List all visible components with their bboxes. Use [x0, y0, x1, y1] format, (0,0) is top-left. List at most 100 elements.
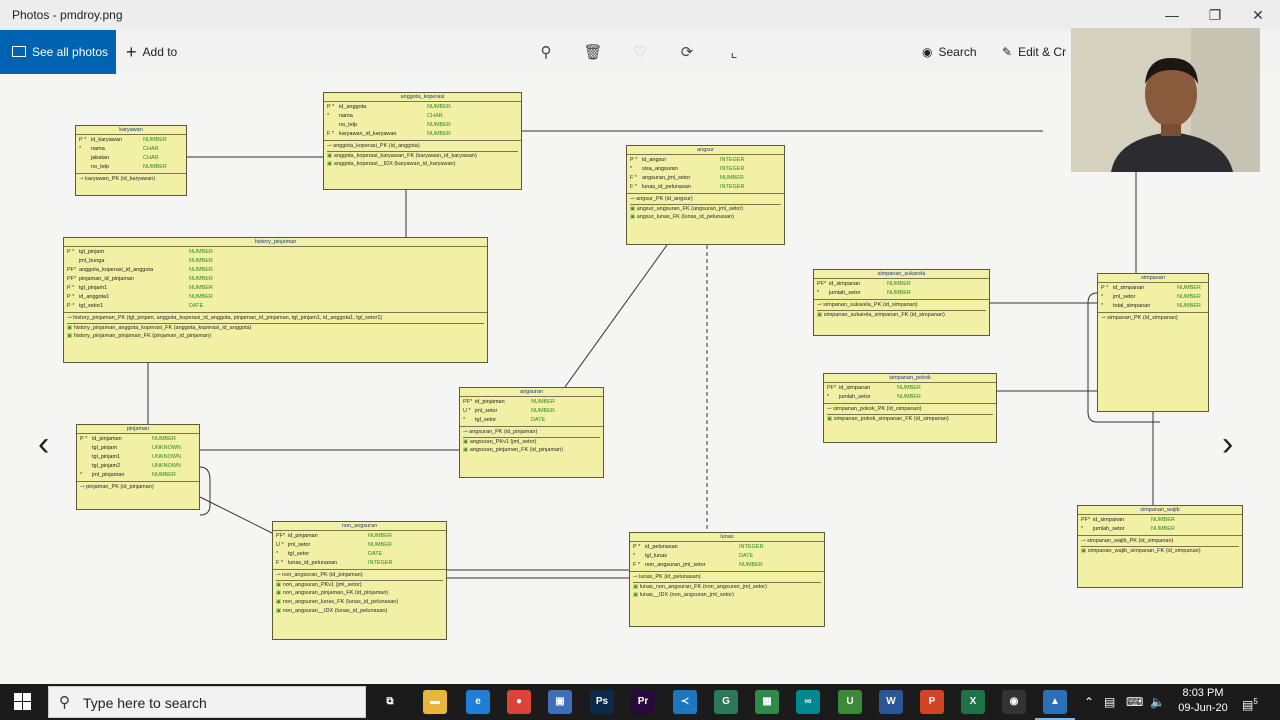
key-name: anggota_koperasi_PK (id_anggota)	[333, 143, 420, 149]
volume-button[interactable]: 🔈	[1150, 684, 1165, 720]
clock[interactable]: 8:03 PM 09-Jun-20	[1176, 686, 1230, 716]
see-all-photos-button[interactable]: See all photos	[0, 30, 116, 74]
taskbar-search-input[interactable]	[83, 693, 353, 713]
taskbar-app-premiere[interactable]: Pr	[631, 690, 655, 714]
close-icon: ✕	[1252, 7, 1264, 23]
notification-count: 5	[1253, 697, 1257, 706]
er-column: *tgl_setorDATE	[276, 550, 443, 559]
minimize-button[interactable]: —	[1150, 0, 1194, 30]
network-button[interactable]: ▤	[1104, 684, 1115, 720]
task-view-icon: ⧉	[386, 696, 393, 707]
er-column: *jml_pinjamanNUMBER	[80, 471, 196, 480]
column-key: *	[79, 145, 91, 154]
column-type: NUMBER	[189, 248, 213, 257]
previous-photo-button[interactable]: ‹	[38, 424, 58, 464]
er-column: *jumlah_setorNUMBER	[1081, 525, 1239, 534]
taskbar-app-chrome[interactable]: ●	[507, 690, 531, 714]
er-key: ▣ history_pinjaman_anggota_koperasi_FK (…	[67, 323, 484, 332]
add-to-button[interactable]: +Add to	[126, 30, 177, 74]
column-key: PF*	[276, 532, 288, 541]
heart-icon: ♡	[633, 44, 646, 61]
er-key: ⊸ karyawan_PK (id_karyawan)	[79, 175, 183, 184]
er-key: ⊸ angsuran_PK (id_pinjaman)	[463, 428, 600, 437]
title-bar: Photos - pmdroy.png — ❐ ✕	[0, 0, 1280, 30]
column-type: DATE	[531, 416, 545, 425]
column-type: NUMBER	[1177, 293, 1201, 302]
next-photo-button[interactable]: ›	[1222, 424, 1242, 464]
taskbar-search[interactable]: ⚲	[48, 686, 366, 718]
zoom-button[interactable]: ⚲	[535, 42, 557, 64]
er-key: ▣ angsur_lunas_FK (lunas_id_pelunasan)	[630, 213, 781, 222]
crop-icon: ⌞	[730, 44, 737, 61]
key-name: angsur_PK (id_angsur)	[636, 196, 693, 202]
er-table-lunas: lunasP *id_pelunasanINTEGER *tgl_lunasDA…	[629, 532, 825, 627]
crop-button[interactable]: ⌞	[723, 42, 745, 64]
column-name: anggota_koperasi_id_anggota	[79, 267, 153, 273]
column-name: tgl_lunas	[645, 553, 667, 559]
maximize-button[interactable]: ❐	[1193, 0, 1237, 30]
column-type: NUMBER	[427, 130, 451, 139]
delete-button[interactable]: 🗑	[582, 42, 604, 64]
er-column: PF*id_pinjamanNUMBER	[276, 532, 443, 541]
taskbar-app-vscode[interactable]: ≺	[673, 690, 697, 714]
taskbar-app-powerpoint[interactable]: P	[920, 690, 944, 714]
taskbar-app-gitkraken[interactable]: G	[714, 690, 738, 714]
column-key: *	[827, 393, 839, 402]
column-key: *	[276, 550, 288, 559]
taskbar-app-excel-alt[interactable]: ▦	[755, 690, 779, 714]
key-icon: ▣	[67, 333, 74, 339]
taskbar-app-photoshop[interactable]: Ps	[590, 690, 614, 714]
search-button[interactable]: ◉Search	[922, 30, 977, 74]
er-key: ▣ non_angsuran__IDX (lunas_id_pelunasan)	[276, 607, 443, 616]
column-name: tgl_pinjam1	[92, 454, 120, 460]
favorite-button[interactable]: ♡	[629, 42, 651, 64]
close-button[interactable]: ✕	[1236, 0, 1280, 30]
edit-create-button[interactable]: ✎Edit & Cr	[1002, 30, 1066, 74]
key-name: angsur_angsuran_FK (angsuran_jml_setor)	[637, 206, 743, 212]
taskbar-app-word[interactable]: W	[879, 690, 903, 714]
excel-alt-icon: ▦	[762, 696, 771, 707]
column-type: INTEGER	[720, 183, 744, 192]
column-name: id_simpanan	[1113, 285, 1144, 291]
er-key: ▣ simpanan_sukarela_simpanan_FK (id_simp…	[817, 310, 986, 319]
er-column: *tgl_setorDATE	[463, 416, 600, 425]
key-icon: ▣	[633, 592, 640, 598]
taskbar-app-virtualbox[interactable]: ▣	[548, 690, 572, 714]
key-name: history_pinjaman_PK (tgl_pinjam, anggota…	[73, 315, 382, 321]
er-column: P *tgl_pinjam1NUMBER	[67, 284, 484, 293]
column-key: P *	[67, 248, 79, 257]
taskbar-app-excel[interactable]: X	[961, 690, 985, 714]
column-name: sisa_angsuran	[642, 166, 678, 172]
er-table-title: simpanan_sukarela	[814, 270, 989, 279]
taskbar-app-photos[interactable]: ▲	[1043, 690, 1067, 714]
tray-overflow-button[interactable]: ⌃	[1084, 684, 1094, 720]
er-key: ⊸ simpanan_pokok_PK (id_simpanan)	[827, 405, 993, 414]
window-title: Photos - pmdroy.png	[12, 8, 123, 22]
column-name: tgl_pinjam2	[92, 463, 120, 469]
er-column: P *tgl_setor1DATE	[67, 302, 484, 311]
language-button[interactable]: ⌨	[1126, 684, 1143, 720]
speaker-icon: 🔈	[1150, 695, 1165, 709]
column-name: jumlah_setor	[829, 290, 861, 296]
taskbar-app-edge[interactable]: e	[466, 690, 490, 714]
er-table-title: angsur	[627, 146, 784, 155]
taskbar-app-task-view[interactable]: ⧉	[378, 690, 402, 714]
taskbar-app-file-explorer[interactable]: ▬	[423, 690, 447, 714]
rotate-button[interactable]: ⟳	[676, 42, 698, 64]
er-column: *tgl_lunasDATE	[633, 552, 821, 561]
taskbar-app-obs[interactable]: ◉	[1002, 690, 1026, 714]
key-icon: ▣	[67, 325, 74, 331]
key-name: simpanan_PK (id_simpanan)	[1107, 315, 1178, 321]
action-center-button[interactable]: ▤5	[1242, 684, 1258, 720]
column-type: NUMBER	[152, 471, 176, 480]
column-type: INTEGER	[720, 165, 744, 174]
taskbar-app-arduino[interactable]: ∞	[796, 690, 820, 714]
key-icon: ▣	[630, 206, 637, 212]
key-name: pinjaman_PK (id_pinjaman)	[86, 484, 154, 490]
column-name: id_angsur	[642, 157, 666, 163]
column-key: P *	[67, 302, 79, 311]
key-name: simpanan_wajib_PK (id_simpanan)	[1087, 538, 1173, 544]
start-button[interactable]	[14, 693, 32, 711]
taskbar-app-upwork[interactable]: U	[838, 690, 862, 714]
